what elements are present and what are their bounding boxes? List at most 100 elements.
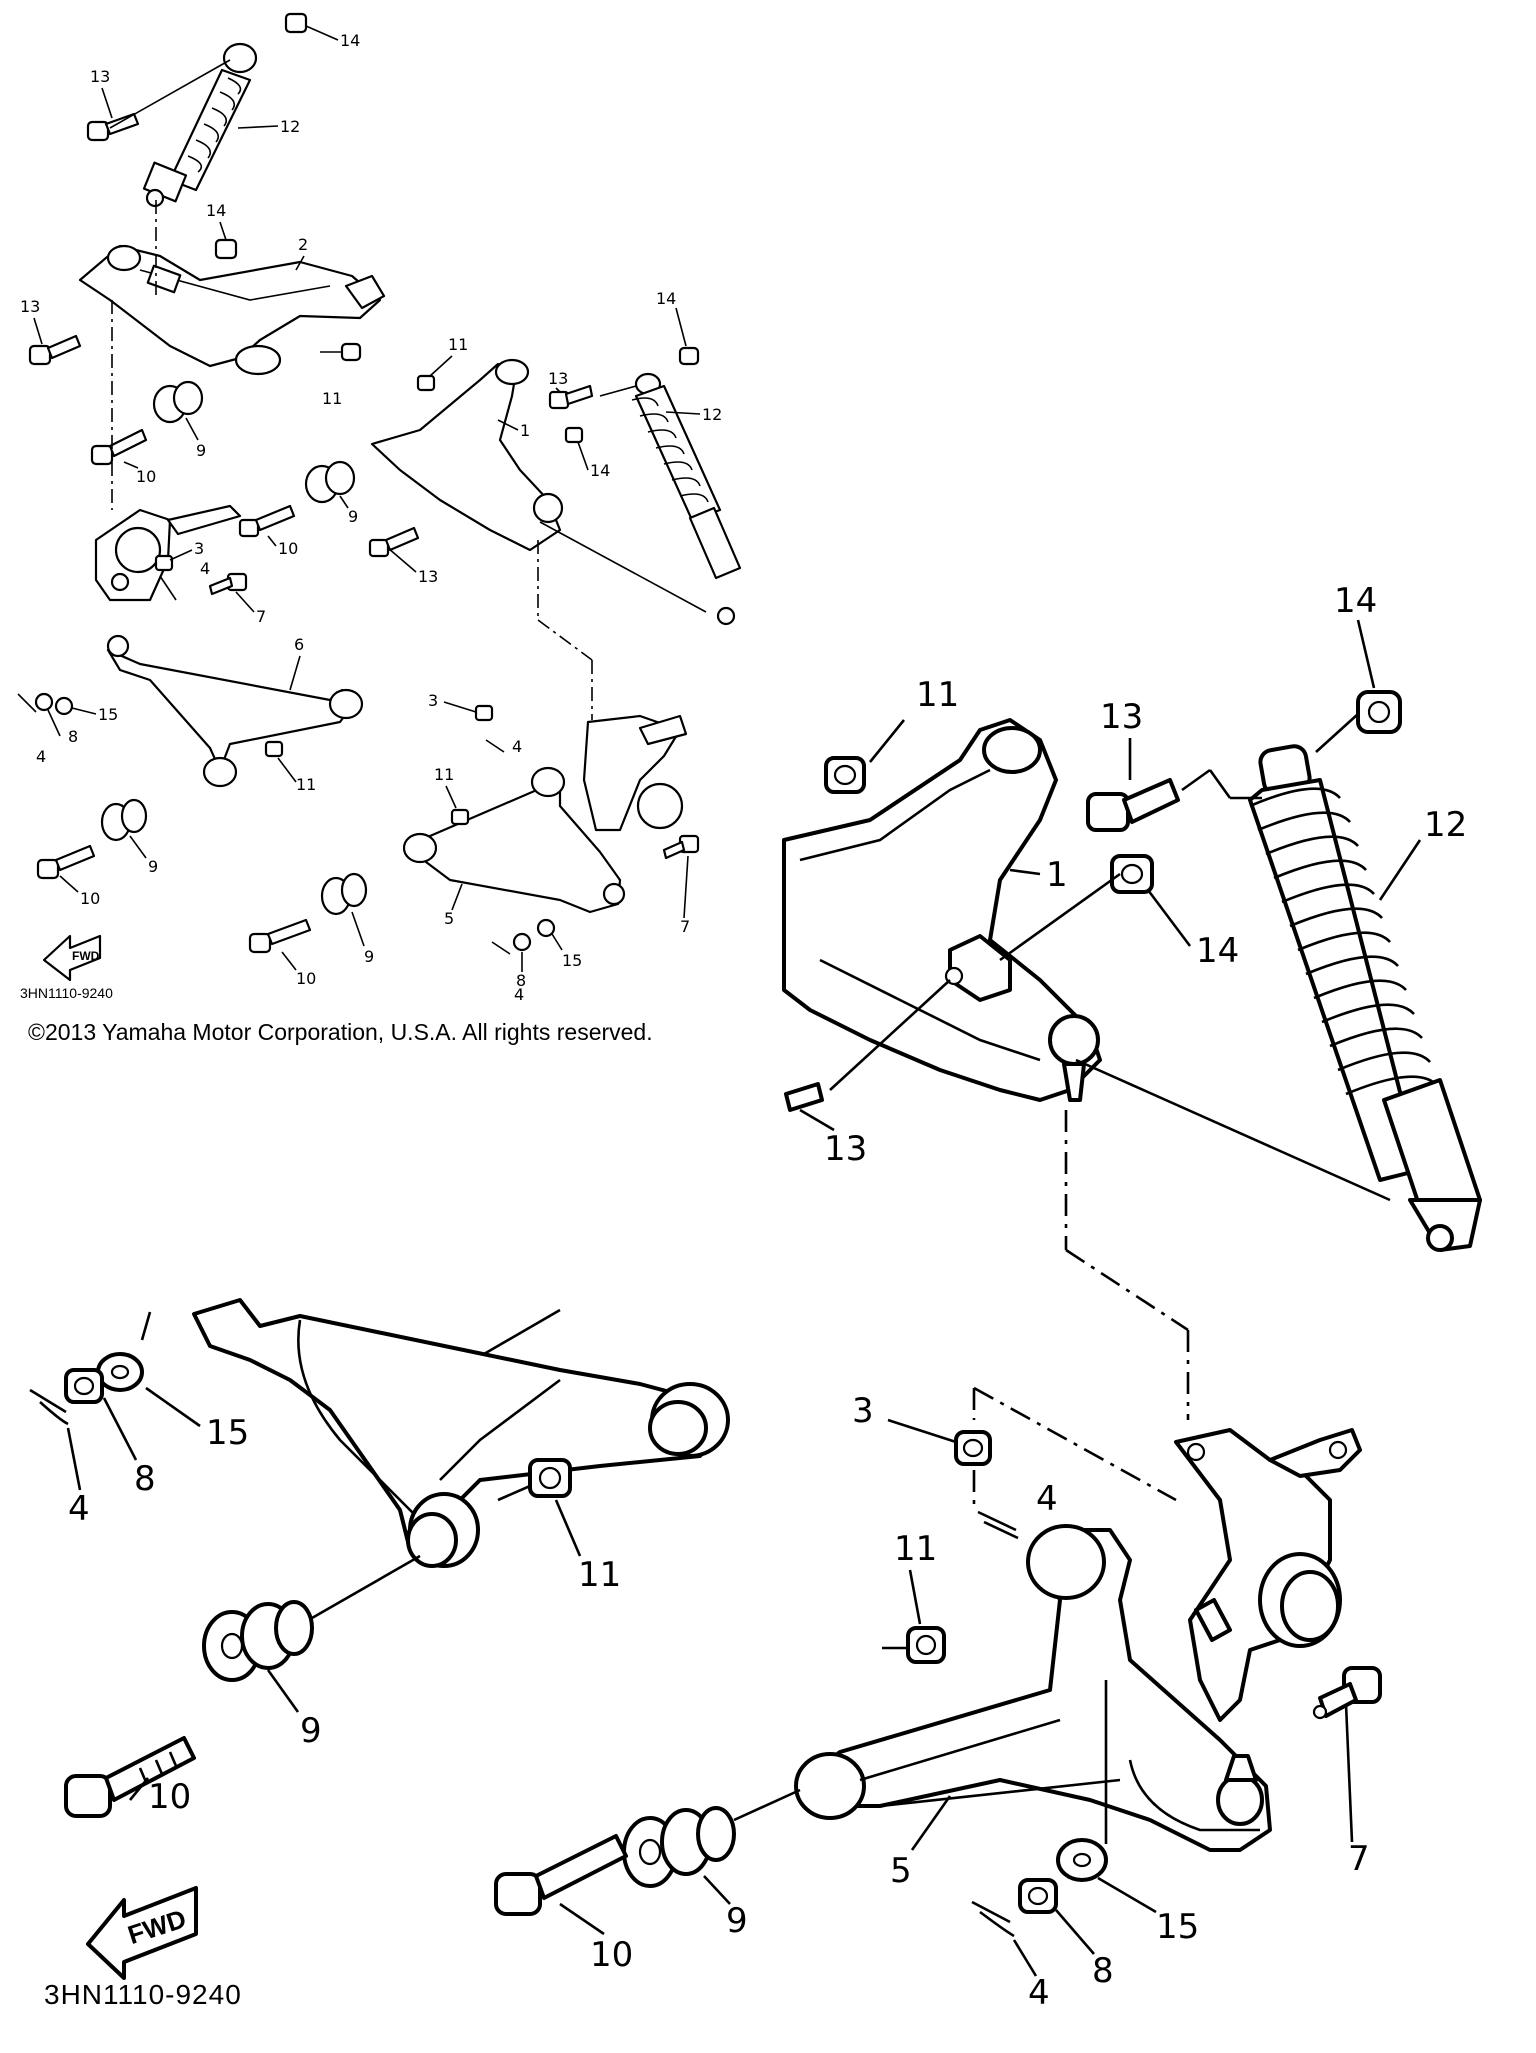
callout-large-3: 3	[852, 1391, 874, 1431]
callout-large-14b: 14	[1196, 931, 1239, 971]
nut-11-right-detail	[906, 1626, 946, 1664]
nut-11-overview-1	[340, 342, 362, 362]
washer-15-right-detail	[1056, 1838, 1108, 1882]
callout-large-4c: 4	[1028, 1973, 1050, 2013]
nut-8-right-detail	[1018, 1878, 1058, 1914]
nut-14-overview-2	[214, 238, 238, 260]
bolt-10-overview-2	[238, 504, 296, 538]
nut-11-overview-3	[416, 374, 436, 392]
nut-11-left-detail	[528, 1458, 572, 1498]
callout-1: 1	[520, 421, 530, 440]
lower-arm-left-detail: FWD 3HN1110-9240 15 8 4 11 9 10	[29, 1298, 730, 2010]
bushing-9-overview-3	[304, 460, 356, 504]
callout-14c: 14	[656, 289, 676, 308]
callout-10: 10	[136, 467, 156, 486]
callout-large-9: 9	[300, 1711, 322, 1751]
callout-large-4b: 4	[1036, 1479, 1058, 1519]
bolt-13-upper-detail	[1086, 778, 1180, 832]
nut-14-overview-3	[564, 426, 584, 444]
callout-7: 7	[256, 607, 266, 626]
bolt-10-overview-4	[248, 918, 312, 954]
washer-15-left-detail	[96, 1352, 144, 1392]
callout-13b: 13	[20, 297, 40, 316]
callout-large-8b: 8	[1092, 1951, 1114, 1991]
nut-8-left-detail	[64, 1368, 104, 1404]
callout-11d: 11	[434, 765, 454, 784]
callout-12b: 12	[702, 405, 722, 424]
callout-large-12: 12	[1424, 805, 1467, 845]
callout-large-5: 5	[890, 1851, 912, 1891]
lower-arm-6-large	[192, 1298, 730, 1568]
bushing-9-left-detail	[202, 1600, 314, 1682]
nut-14-overview-top	[284, 12, 308, 34]
callout-14: 14	[340, 31, 360, 50]
cotter-pin-4-right-detail-upper	[977, 1510, 1019, 1540]
callout-large-7: 7	[1348, 1839, 1370, 1879]
callout-14b: 14	[206, 201, 226, 220]
callout-7b: 7	[680, 917, 690, 936]
callout-2: 2	[298, 235, 308, 254]
fwd-arrow-large: FWD	[86, 1886, 198, 1980]
bolt-7-overview-right	[662, 834, 700, 860]
washer-15-nut-8-overview-left	[17, 692, 74, 716]
bushing-9-right-detail	[622, 1806, 736, 1888]
callout-large-13: 13	[1100, 697, 1143, 737]
shock-absorber-upper-left	[142, 42, 258, 208]
fwd-label-small: FWD	[72, 949, 100, 963]
callout-15b: 15	[562, 951, 582, 970]
callout-9d: 9	[364, 947, 374, 966]
callout-13c: 13	[548, 369, 568, 388]
bolt-13-overview-left	[28, 334, 82, 366]
callout-large-8: 8	[134, 1459, 156, 1499]
lower-arm-6	[106, 634, 364, 788]
bolt-13-overview-top	[86, 112, 140, 142]
callout-12: 12	[280, 117, 300, 136]
callout-8b: 8	[516, 971, 526, 990]
callout-8: 8	[68, 727, 78, 746]
callout-4b: 4	[36, 747, 46, 766]
callout-11: 11	[322, 389, 342, 408]
bolt-13-lower-detail	[784, 1082, 824, 1112]
diagram-code-small: 3HN1110-9240	[20, 985, 113, 1001]
callout-11c: 11	[296, 775, 316, 794]
overview-diagram: FWD 3HN1110-9240 ©2013 Yamaha Motor Corp…	[17, 12, 742, 1045]
lower-arm-right-detail: 3 4 11 7 5 9 10 15 8 4	[494, 1386, 1382, 2013]
callout-large-15: 15	[206, 1413, 249, 1453]
nut-11-overview-4	[450, 808, 470, 826]
callout-5: 5	[444, 909, 454, 928]
callout-large-9b: 9	[726, 1901, 748, 1941]
callout-11b: 11	[448, 335, 468, 354]
callout-3: 3	[194, 539, 204, 558]
callout-9: 9	[196, 441, 206, 460]
callout-10d: 10	[296, 969, 316, 988]
callout-large-10: 10	[148, 1777, 191, 1817]
upper-arm-detail: 11 13 14 1 12 14 13	[782, 581, 1482, 1420]
bushing-9-overview-4	[320, 872, 368, 916]
callout-large-14: 14	[1334, 581, 1377, 621]
steering-knuckle-large	[1174, 1428, 1362, 1722]
diagram-code-large: 3HN1110-9240	[44, 1979, 242, 2010]
nut-3-overview-right	[474, 704, 494, 722]
shock-absorber-overview-right	[631, 372, 742, 626]
callout-9b: 9	[348, 507, 358, 526]
nut-14-upper-detail	[1356, 690, 1402, 734]
bushing-9-overview-2	[100, 798, 148, 842]
callout-13d: 13	[418, 567, 438, 586]
callout-large-15b: 15	[1156, 1907, 1199, 1947]
callout-10b: 10	[278, 539, 298, 558]
callout-14d: 14	[590, 461, 610, 480]
callout-large-1: 1	[1046, 855, 1068, 895]
callout-4: 4	[200, 559, 210, 578]
callout-large-11b: 11	[578, 1555, 621, 1595]
cotter-pin-4-left-detail	[29, 1388, 69, 1426]
nut-11-overview-2	[264, 740, 284, 758]
nut-11-upper-detail	[824, 756, 866, 794]
bolt-10-overview-3	[36, 844, 96, 880]
nut-14-overview-4	[678, 346, 700, 366]
callout-3b: 3	[428, 691, 438, 710]
upper-arm-1-large	[782, 718, 1102, 1102]
callout-10c: 10	[80, 889, 100, 908]
washer-15-nut-8-overview-right	[491, 918, 556, 955]
bolt-10-left-detail	[64, 1736, 196, 1818]
